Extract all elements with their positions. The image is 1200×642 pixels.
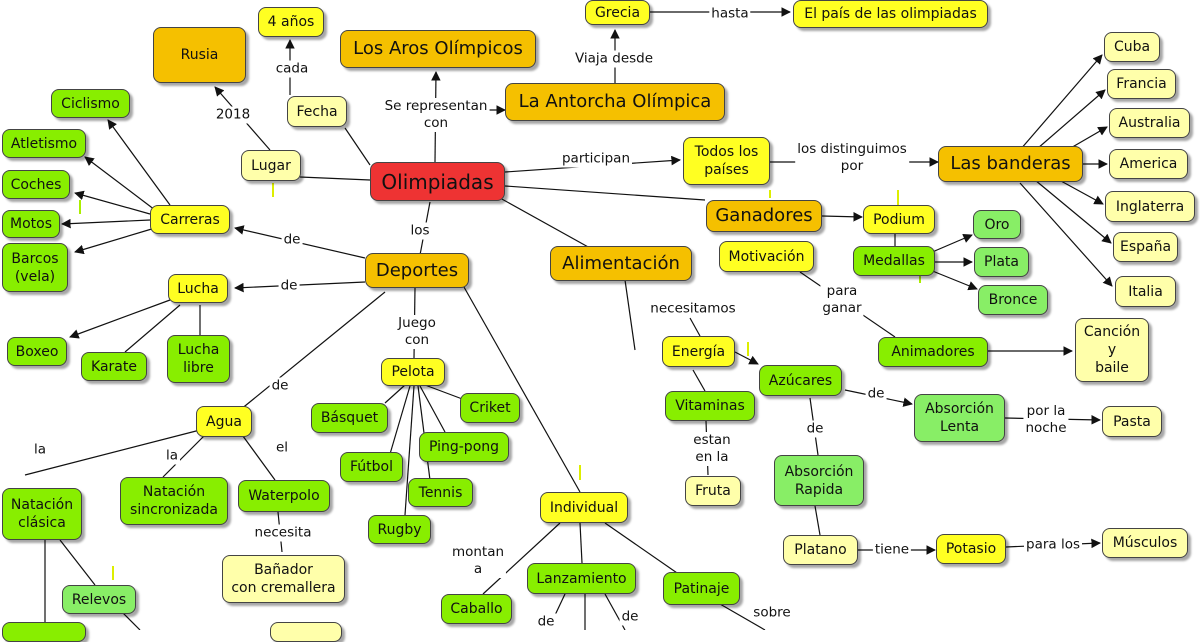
label-la-1: la bbox=[31, 441, 49, 459]
node-motivacion[interactable]: Motivación bbox=[719, 241, 814, 272]
label-sobre: sobre bbox=[751, 604, 793, 622]
node-medallas[interactable]: Medallas bbox=[853, 246, 935, 276]
node-ping-pong[interactable]: Ping-pong bbox=[419, 432, 509, 462]
node-banderas[interactable]: Las banderas bbox=[938, 146, 1083, 182]
node-platano[interactable]: Platano bbox=[783, 535, 858, 565]
node-carreras[interactable]: Carreras bbox=[150, 205, 230, 234]
node-fecha[interactable]: Fecha bbox=[287, 96, 347, 127]
node-azucares[interactable]: Azúcares bbox=[759, 365, 842, 396]
node-natacion-sincronizada[interactable]: Natación sincronizada bbox=[120, 477, 228, 525]
decorative-ticks bbox=[79, 183, 921, 580]
label-por-la-noche: por la noche bbox=[1023, 403, 1069, 437]
node-america[interactable]: America bbox=[1109, 149, 1188, 179]
node-tennis[interactable]: Tennis bbox=[408, 478, 473, 507]
node-grecia[interactable]: Grecia bbox=[585, 0, 650, 25]
node-inglaterra[interactable]: Inglaterra bbox=[1105, 191, 1195, 222]
node-cancion[interactable]: Canción y baile bbox=[1075, 318, 1149, 382]
label-de-absorcion: de bbox=[804, 420, 826, 438]
node-potasio[interactable]: Potasio bbox=[936, 534, 1006, 564]
node-rusia[interactable]: Rusia bbox=[153, 27, 246, 83]
node-barcos[interactable]: Barcos (vela) bbox=[2, 243, 68, 292]
node-todos-paises[interactable]: Todos los países bbox=[683, 137, 770, 185]
node-4-anios[interactable]: 4 años bbox=[258, 7, 324, 37]
label-para-los: para los bbox=[1024, 536, 1082, 554]
node-relevos[interactable]: Relevos bbox=[62, 585, 136, 614]
node-plata[interactable]: Plata bbox=[974, 247, 1029, 277]
node-podium[interactable]: Podium bbox=[863, 205, 935, 234]
label-los-distinguimos: los distinguimos por bbox=[795, 141, 909, 175]
node-absorcion-lenta[interactable]: Absorción Lenta bbox=[914, 394, 1005, 442]
label-para-ganar: para ganar bbox=[820, 283, 864, 317]
node-energia[interactable]: Energía bbox=[662, 336, 735, 367]
node-lucha[interactable]: Lucha bbox=[168, 274, 228, 303]
node-deportes[interactable]: Deportes bbox=[365, 253, 469, 288]
label-el: el bbox=[273, 439, 291, 457]
node-partial-left bbox=[2, 622, 86, 642]
node-francia[interactable]: Francia bbox=[1107, 69, 1176, 99]
node-lanzamiento[interactable]: Lanzamiento bbox=[527, 563, 636, 594]
node-aros[interactable]: Los Aros Olímpicos bbox=[340, 30, 536, 68]
label-montan-a: montan a bbox=[449, 544, 507, 578]
label-de-lanz-2: de bbox=[619, 608, 641, 626]
node-pelota[interactable]: Pelota bbox=[381, 358, 445, 386]
label-de-lanz-1: de bbox=[535, 613, 557, 631]
label-tiene: tiene bbox=[872, 541, 912, 559]
node-waterpolo[interactable]: Waterpolo bbox=[238, 480, 330, 512]
node-animadores[interactable]: Animadores bbox=[878, 337, 988, 367]
node-italia[interactable]: Italia bbox=[1115, 276, 1176, 307]
node-ciclismo[interactable]: Ciclismo bbox=[51, 89, 130, 118]
label-los: los bbox=[408, 222, 432, 240]
label-se-representan: Se representan con bbox=[382, 98, 490, 132]
node-natacion-clasica[interactable]: Natación clásica bbox=[2, 488, 82, 540]
node-karate[interactable]: Karate bbox=[81, 352, 147, 381]
label-de-carreras: de bbox=[281, 231, 303, 249]
label-cada: cada bbox=[273, 60, 311, 78]
node-coches[interactable]: Coches bbox=[2, 170, 70, 199]
label-participan: participan bbox=[559, 150, 633, 168]
node-lucha-libre[interactable]: Lucha libre bbox=[167, 335, 230, 383]
node-partial-bottom bbox=[270, 622, 342, 642]
node-australia[interactable]: Australia bbox=[1109, 108, 1190, 138]
node-alimentacion[interactable]: Alimentación bbox=[550, 246, 692, 281]
node-fruta[interactable]: Fruta bbox=[685, 476, 741, 506]
node-cuba[interactable]: Cuba bbox=[1104, 32, 1160, 62]
node-pasta[interactable]: Pasta bbox=[1102, 406, 1162, 437]
node-ganadores[interactable]: Ganadores bbox=[706, 200, 822, 232]
label-necesitamos: necesitamos bbox=[648, 300, 738, 318]
node-vitaminas[interactable]: Vitaminas bbox=[665, 391, 755, 421]
node-pais-olimpiadas[interactable]: El país de las olimpiadas bbox=[793, 0, 988, 28]
label-de-lucha: de bbox=[278, 277, 300, 295]
node-absorcion-rapida[interactable]: Absorción Rapida bbox=[774, 455, 864, 506]
node-motos[interactable]: Motos bbox=[2, 210, 60, 238]
label-estan-en-la: estan en la bbox=[691, 432, 733, 466]
label-la-2: la bbox=[163, 447, 181, 465]
node-oro[interactable]: Oro bbox=[973, 210, 1021, 239]
connectors bbox=[24, 7, 1113, 630]
node-caballo[interactable]: Caballo bbox=[441, 594, 512, 624]
node-agua[interactable]: Agua bbox=[196, 406, 252, 437]
node-patinaje[interactable]: Patinaje bbox=[663, 572, 740, 605]
label-de-agua: de bbox=[269, 377, 291, 395]
node-espana[interactable]: España bbox=[1113, 232, 1178, 262]
label-viaja-desde: Viaja desde bbox=[572, 50, 656, 68]
label-juego-con: Juego con bbox=[396, 315, 438, 349]
node-antorcha[interactable]: La Antorcha Olímpica bbox=[505, 83, 725, 121]
node-olimpiadas[interactable]: Olimpiadas bbox=[370, 162, 505, 201]
node-criket[interactable]: Criket bbox=[460, 393, 520, 423]
label-2018: 2018 bbox=[213, 106, 253, 124]
node-musculos[interactable]: Músculos bbox=[1102, 528, 1188, 558]
node-rugby[interactable]: Rugby bbox=[368, 515, 431, 544]
node-basquet[interactable]: Básquet bbox=[311, 403, 388, 433]
node-individual[interactable]: Individual bbox=[540, 492, 628, 523]
node-bronce[interactable]: Bronce bbox=[978, 285, 1048, 315]
node-lugar[interactable]: Lugar bbox=[241, 150, 301, 181]
label-de-azucares: de bbox=[865, 385, 887, 403]
node-atletismo[interactable]: Atletismo bbox=[2, 129, 86, 158]
label-necesita: necesita bbox=[252, 524, 314, 542]
node-banador[interactable]: Bañador con cremallera bbox=[222, 555, 345, 603]
node-boxeo[interactable]: Boxeo bbox=[7, 337, 67, 366]
node-futbol[interactable]: Fútbol bbox=[340, 452, 403, 482]
label-hasta: hasta bbox=[709, 5, 751, 23]
